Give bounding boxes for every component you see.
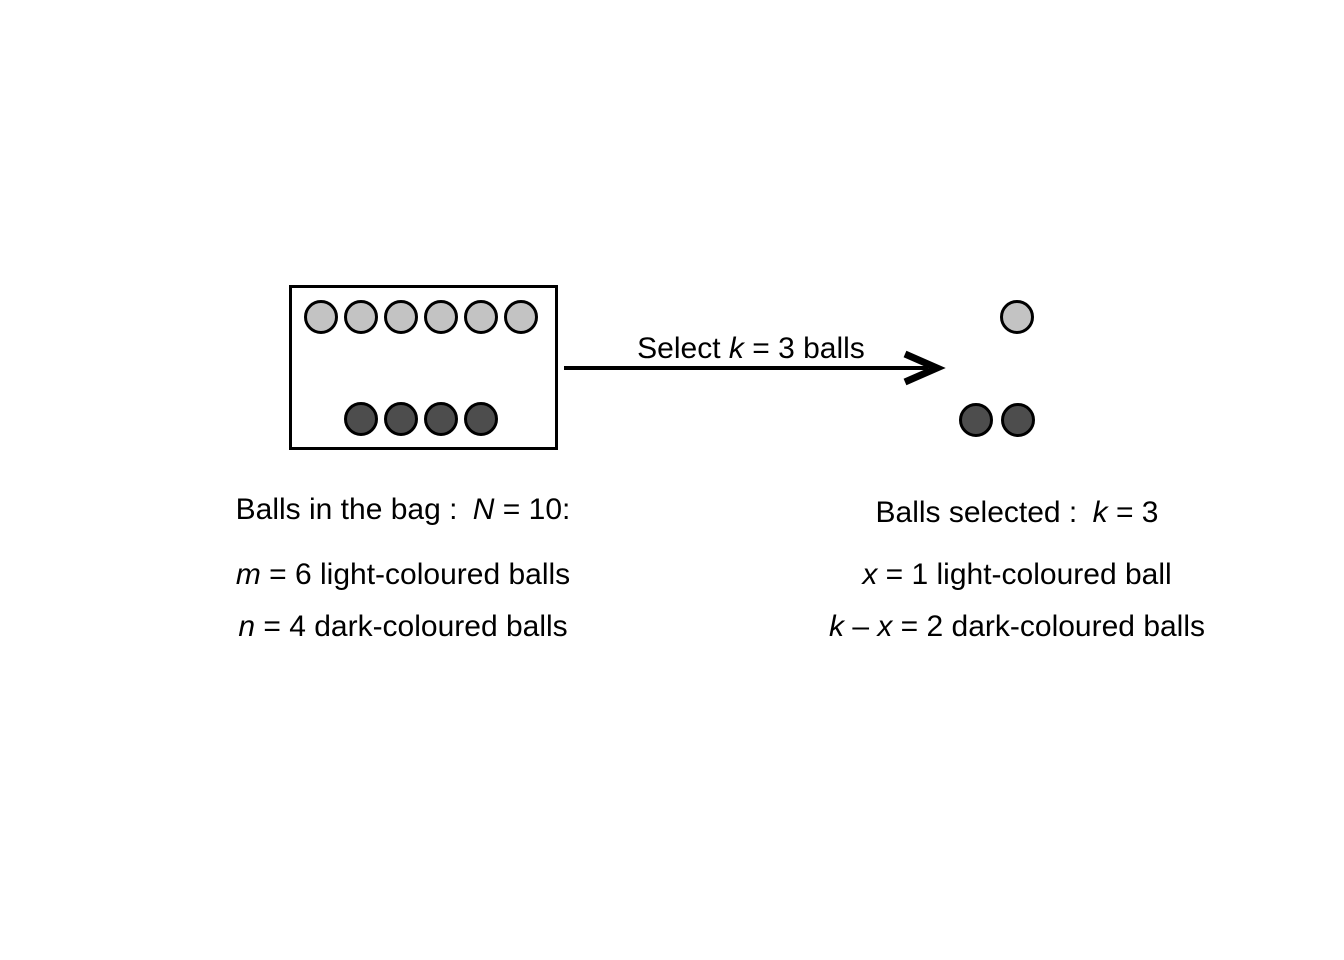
bag-dark-text: = 4 dark-coloured balls (255, 610, 568, 643)
selected-dark-line: k – x = 2 dark-coloured balls (757, 609, 1277, 645)
dark-ball (959, 403, 993, 437)
dark-ball (384, 402, 418, 436)
select-arrow-icon (564, 350, 946, 386)
bag-title-pre: Balls in the bag : (235, 493, 466, 526)
bag-dark-var-n: n (238, 610, 255, 643)
arrow-label-post: = 3 balls (743, 332, 865, 365)
light-ball (424, 300, 458, 334)
bag-light-line: m = 6 light-coloured balls (143, 557, 663, 593)
selected-title-var-k: k (1092, 496, 1108, 529)
selected-title: Balls selected : k = 3 (757, 495, 1277, 531)
bag-dark-balls-row (344, 402, 498, 436)
selected-light-var-x: x (862, 558, 878, 591)
selected-title-pre: Balls selected : (875, 496, 1086, 529)
dark-ball (1001, 403, 1035, 437)
light-ball (304, 300, 338, 334)
selected-dark-minus: – (843, 610, 878, 643)
light-ball (504, 300, 538, 334)
arrow-label-pre: Select (637, 332, 729, 365)
bag-title-var-N: N (472, 493, 495, 526)
selected-light-balls-row (1000, 300, 1034, 334)
dark-ball (464, 402, 498, 436)
light-ball (384, 300, 418, 334)
selected-dark-balls-row (959, 403, 1035, 437)
bag-box (289, 285, 558, 450)
bag-dark-line: n = 4 dark-coloured balls (143, 609, 663, 645)
bag-light-balls-row (304, 300, 538, 334)
arrow-label: Select k = 3 balls (551, 331, 951, 367)
light-ball (464, 300, 498, 334)
bag-light-text: = 6 light-coloured balls (260, 558, 571, 591)
selected-light-line: x = 1 light-coloured ball (757, 557, 1277, 593)
light-ball (344, 300, 378, 334)
selected-light-text: = 1 light-coloured ball (877, 558, 1172, 591)
selected-dark-var-k: k (828, 610, 844, 643)
bag-title-post: = 10: (494, 493, 571, 526)
arrow-label-var-k: k (728, 332, 744, 365)
selected-dark-text: = 2 dark-coloured balls (892, 610, 1206, 643)
dark-ball (424, 402, 458, 436)
selected-dark-var-x: x (877, 610, 893, 643)
light-ball (1000, 300, 1034, 334)
selected-title-post: = 3 (1107, 496, 1159, 529)
bag-title: Balls in the bag : N = 10: (143, 492, 663, 528)
bag-light-var-m: m (235, 558, 261, 591)
dark-ball (344, 402, 378, 436)
